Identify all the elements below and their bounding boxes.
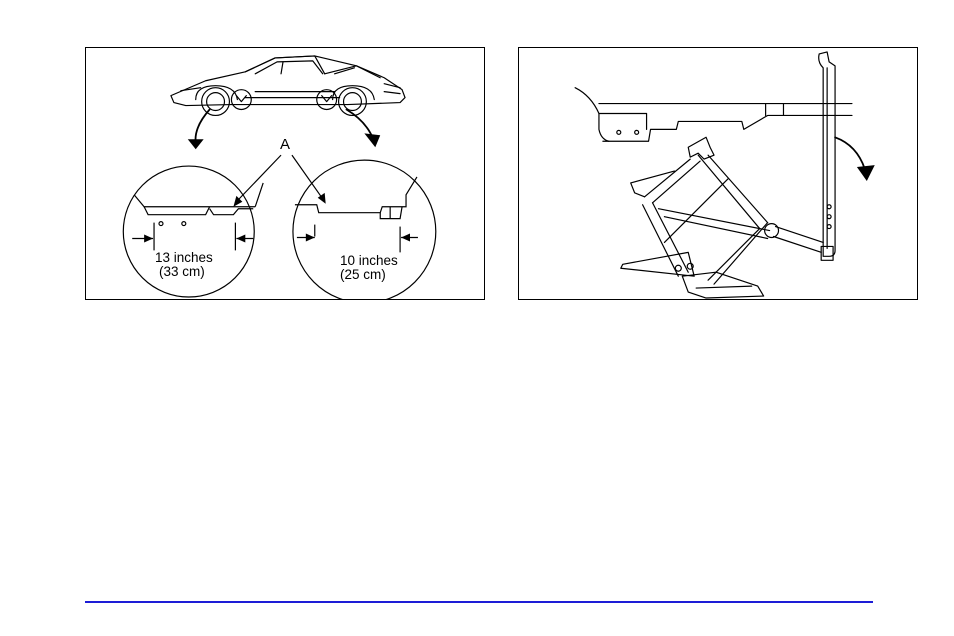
front-distance-metric: (33 cm)	[159, 265, 205, 279]
rear-distance-imperial: 10 inches	[340, 254, 398, 268]
jacking-points-illustration	[86, 48, 484, 299]
front-arrow	[195, 110, 209, 144]
scissor-jack	[621, 137, 823, 298]
jacking-points-figure: A 13 inches (33 cm) 10 inches (25 cm)	[85, 47, 485, 300]
front-jack-point-marker	[231, 90, 251, 110]
rear-wheel	[333, 86, 375, 116]
callout-letter-a: A	[280, 138, 290, 152]
jack-operation-figure	[518, 47, 918, 300]
scissor-jack-illustration	[519, 48, 917, 299]
rear-distance-metric: (25 cm)	[340, 268, 386, 282]
rotation-arrow	[835, 137, 865, 169]
rear-jack-point-marker	[317, 90, 337, 110]
callout-a-leaders	[235, 155, 322, 203]
footer-rule	[85, 601, 873, 603]
jack-handle	[819, 52, 835, 260]
front-distance-imperial: 13 inches	[155, 251, 213, 265]
car-silhouette	[171, 56, 405, 106]
